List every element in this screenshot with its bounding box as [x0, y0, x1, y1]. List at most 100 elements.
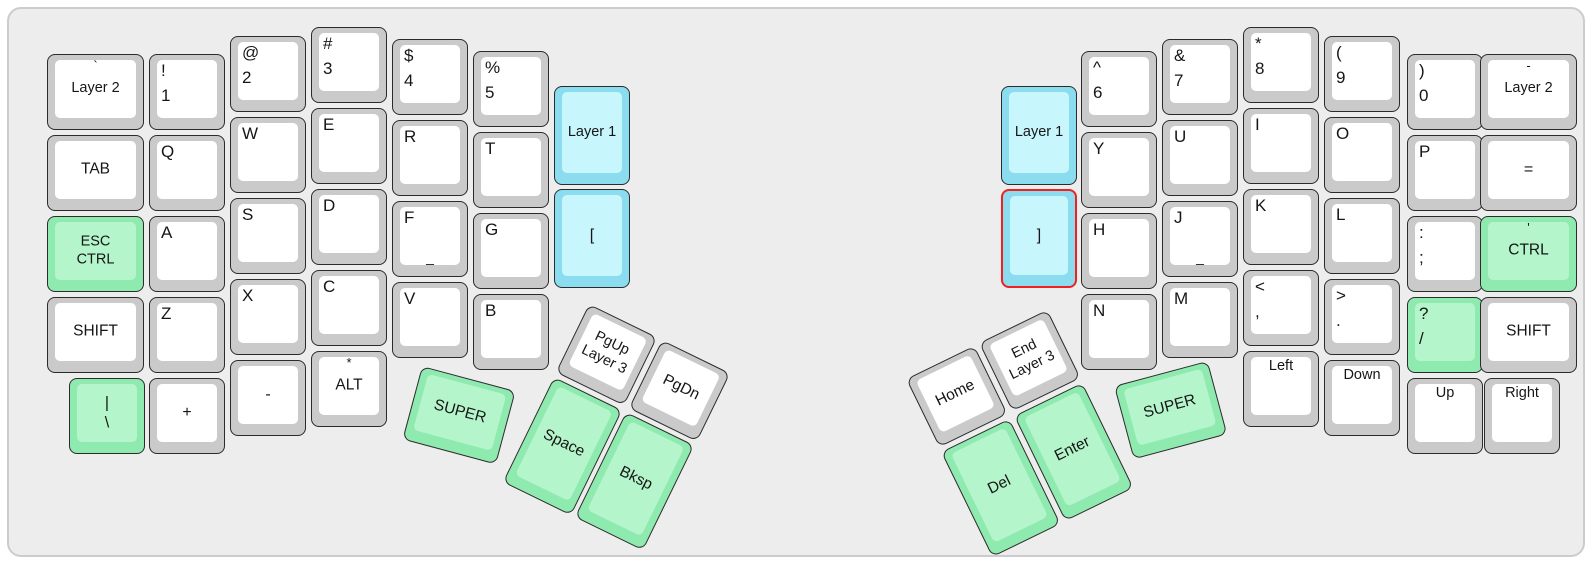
key-right-bracket[interactable]: ]: [1001, 189, 1077, 288]
key-layer2-left[interactable]: `Layer 2: [47, 54, 144, 130]
key-o[interactable]: O: [1324, 117, 1400, 193]
key-arrow-right[interactable]: Right: [1484, 378, 1560, 454]
key-comma[interactable]: <,: [1243, 270, 1319, 346]
key-label: :: [1419, 223, 1424, 242]
key-label: T: [485, 139, 496, 158]
key-label: PgDn: [660, 371, 703, 404]
key-t[interactable]: T: [473, 132, 549, 208]
keycap-surface: [: [562, 195, 622, 276]
key-q[interactable]: Q: [149, 135, 225, 211]
key-equals[interactable]: =: [1480, 135, 1577, 211]
key-i[interactable]: I: [1243, 108, 1319, 184]
key-exclam-1[interactable]: !1: [149, 54, 225, 130]
keycap-surface: | \: [77, 384, 137, 442]
key-label: .: [1336, 310, 1341, 330]
key-g[interactable]: G: [473, 213, 549, 289]
key-arrow-down[interactable]: Down: [1324, 360, 1400, 436]
key-r[interactable]: R: [392, 120, 468, 196]
key-z[interactable]: Z: [149, 297, 225, 373]
key-w[interactable]: W: [230, 117, 306, 193]
key-label: *: [1255, 34, 1262, 53]
key-pipe-backslash[interactable]: | \: [69, 378, 145, 454]
key-m[interactable]: M: [1162, 282, 1238, 358]
keycap-surface: R: [400, 126, 460, 184]
key-super-left[interactable]: SUPER: [402, 366, 516, 465]
key-plus[interactable]: +: [149, 378, 225, 454]
key-a[interactable]: A: [149, 216, 225, 292]
key-c[interactable]: C: [311, 270, 387, 346]
key-percent-5[interactable]: %5: [473, 51, 549, 127]
key-label: Layer 1: [1014, 123, 1064, 140]
key-d[interactable]: D: [311, 189, 387, 265]
keycap-surface: *8: [1251, 33, 1311, 91]
key-label: ;: [1419, 247, 1424, 267]
key-label: Up: [1435, 385, 1455, 401]
key-k[interactable]: K: [1243, 189, 1319, 265]
key-label: 3: [323, 58, 333, 78]
key-label: L: [1336, 205, 1346, 224]
key-label: O: [1336, 124, 1350, 143]
key-label: M: [1174, 289, 1189, 308]
key-label: ]: [1036, 226, 1042, 244]
key-hash-3[interactable]: #3: [311, 27, 387, 103]
key-left-bracket[interactable]: [: [554, 189, 630, 288]
key-label: 6: [1093, 82, 1103, 102]
key-x[interactable]: X: [230, 279, 306, 355]
key-j[interactable]: J_: [1162, 201, 1238, 277]
key-n[interactable]: N: [1081, 294, 1157, 370]
key-star-8[interactable]: *8: [1243, 27, 1319, 103]
key-label: ): [1419, 61, 1425, 80]
keycap-surface: N: [1089, 300, 1149, 358]
key-shift-left[interactable]: SHIFT: [47, 297, 144, 373]
key-v[interactable]: V: [392, 282, 468, 358]
key-l[interactable]: L: [1324, 198, 1400, 274]
key-layer1-right[interactable]: Layer 1: [1001, 86, 1077, 185]
key-amp-7[interactable]: &7: [1162, 39, 1238, 115]
key-at-2[interactable]: @2: [230, 36, 306, 112]
key-question-slash[interactable]: ?/: [1407, 297, 1483, 373]
key-layer1-left[interactable]: Layer 1: [554, 86, 630, 185]
key-label: F: [404, 208, 415, 227]
key-h[interactable]: H: [1081, 213, 1157, 289]
keycap-surface: C: [319, 276, 379, 334]
key-layer2-right[interactable]: -Layer 2: [1480, 54, 1577, 130]
key-label: SHIFT: [1506, 322, 1551, 340]
keycap-surface: ESC CTRL: [55, 222, 136, 280]
key-star-alt[interactable]: *ALT: [311, 351, 387, 427]
key-semicolon[interactable]: :;: [1407, 216, 1483, 292]
key-b[interactable]: B: [473, 294, 549, 370]
key-label: Layer 2: [1504, 80, 1553, 97]
key-label: %: [485, 58, 501, 77]
key-paren-9[interactable]: (9: [1324, 36, 1400, 112]
key-ctrl-right[interactable]: 'CTRL: [1480, 216, 1577, 292]
key-arrow-left[interactable]: Left: [1243, 351, 1319, 427]
key-e[interactable]: E: [311, 108, 387, 184]
key-shift-right[interactable]: SHIFT: [1480, 297, 1577, 373]
key-period[interactable]: >.: [1324, 279, 1400, 355]
key-p[interactable]: P: [1407, 135, 1483, 211]
key-tab[interactable]: TAB: [47, 135, 144, 211]
key-dollar-4[interactable]: $4: [392, 39, 468, 115]
key-minus[interactable]: -: [230, 360, 306, 436]
key-super-right[interactable]: SUPER: [1114, 360, 1228, 460]
key-label: Z: [161, 304, 172, 323]
key-s[interactable]: S: [230, 198, 306, 274]
keycap-surface: End Layer 3: [988, 318, 1069, 398]
key-label: U: [1174, 127, 1187, 146]
key-caret-6[interactable]: ^6: [1081, 51, 1157, 127]
key-label: C: [323, 277, 336, 296]
key-esc-ctrl[interactable]: ESC CTRL: [47, 216, 144, 292]
key-label: Bksp: [617, 462, 656, 493]
key-paren-0[interactable]: )0: [1407, 54, 1483, 130]
key-label: End Layer 3: [1006, 336, 1058, 383]
keycap-surface: <,: [1251, 276, 1311, 334]
key-label: =: [1523, 161, 1534, 179]
key-label: B: [485, 301, 497, 320]
key-arrow-up[interactable]: Up: [1407, 378, 1483, 454]
keycap-surface: %5: [481, 57, 541, 115]
key-f[interactable]: F_: [392, 201, 468, 277]
key-label: Down: [1343, 367, 1381, 383]
key-y[interactable]: Y: [1081, 132, 1157, 208]
key-u[interactable]: U: [1162, 120, 1238, 196]
